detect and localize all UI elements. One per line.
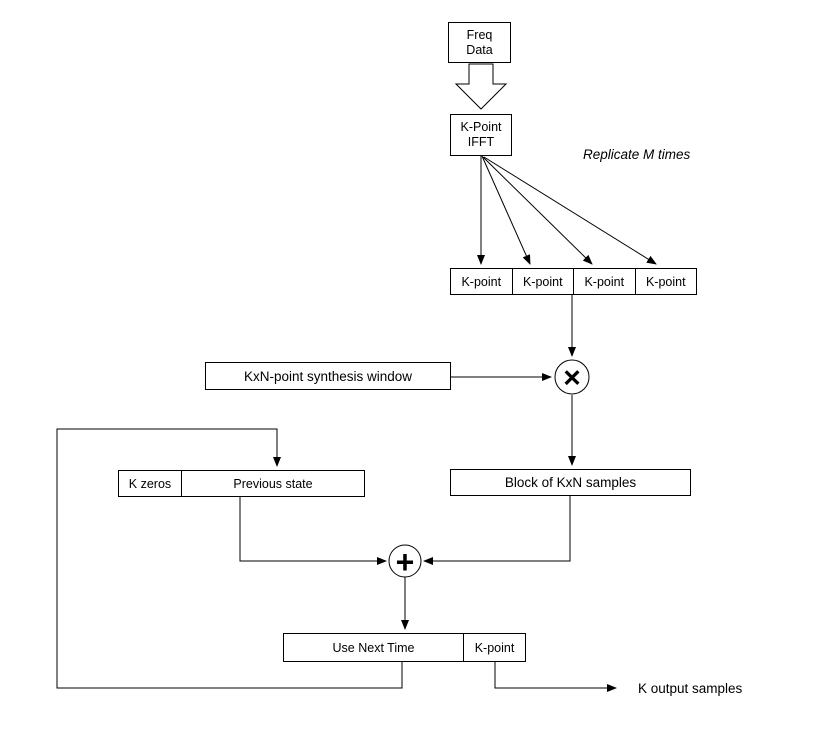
use-next-time-cell: Use Next Time	[332, 640, 415, 655]
ifft-node: K-Point IFFT	[450, 114, 512, 156]
state-node: K zeros Previous state	[118, 470, 365, 497]
synthesis-window-node: KxN-point synthesis window	[205, 362, 451, 390]
multiply-icon: ×	[563, 362, 581, 395]
block-arrow-down-icon	[454, 63, 508, 110]
replicate-label: Replicate M times	[583, 147, 691, 162]
multiply-node	[554, 359, 590, 395]
state-to-adder-arrow	[239, 497, 387, 565]
kpoint-cell: K-point	[461, 274, 502, 289]
plus-icon: +	[396, 544, 415, 580]
kpoint-out-cell: K-point	[463, 634, 525, 661]
next-time-node: Use Next Time K-point	[283, 633, 526, 662]
freq-data-line1: Freq	[466, 27, 493, 42]
fan-arrow-4	[483, 156, 657, 265]
kpoint-cell: K-point	[573, 269, 635, 294]
fan-arrow-3	[482, 156, 593, 265]
block-samples-node: Block of KxN samples	[450, 469, 691, 496]
ifft-line2: IFFT	[467, 135, 495, 149]
feedback-line	[56, 428, 403, 689]
freq-data-node: Freq Data	[448, 22, 511, 63]
ifft-line1: K-Point	[460, 120, 502, 134]
kpoint-cell: K-point	[511, 269, 574, 294]
kpoint-buffer-row: K-point K-point K-point K-point	[450, 268, 697, 295]
output-arrow	[494, 662, 617, 692]
output-label: K output samples	[638, 681, 743, 696]
block-to-adder-arrow	[423, 496, 571, 565]
freq-data-line2: Data	[466, 42, 493, 57]
fan-arrow-2	[481, 155, 531, 265]
kpoint-cell: K-point	[634, 269, 697, 294]
k-zeros-cell: K zeros	[128, 476, 172, 491]
previous-state-cell: Previous state	[181, 471, 364, 496]
